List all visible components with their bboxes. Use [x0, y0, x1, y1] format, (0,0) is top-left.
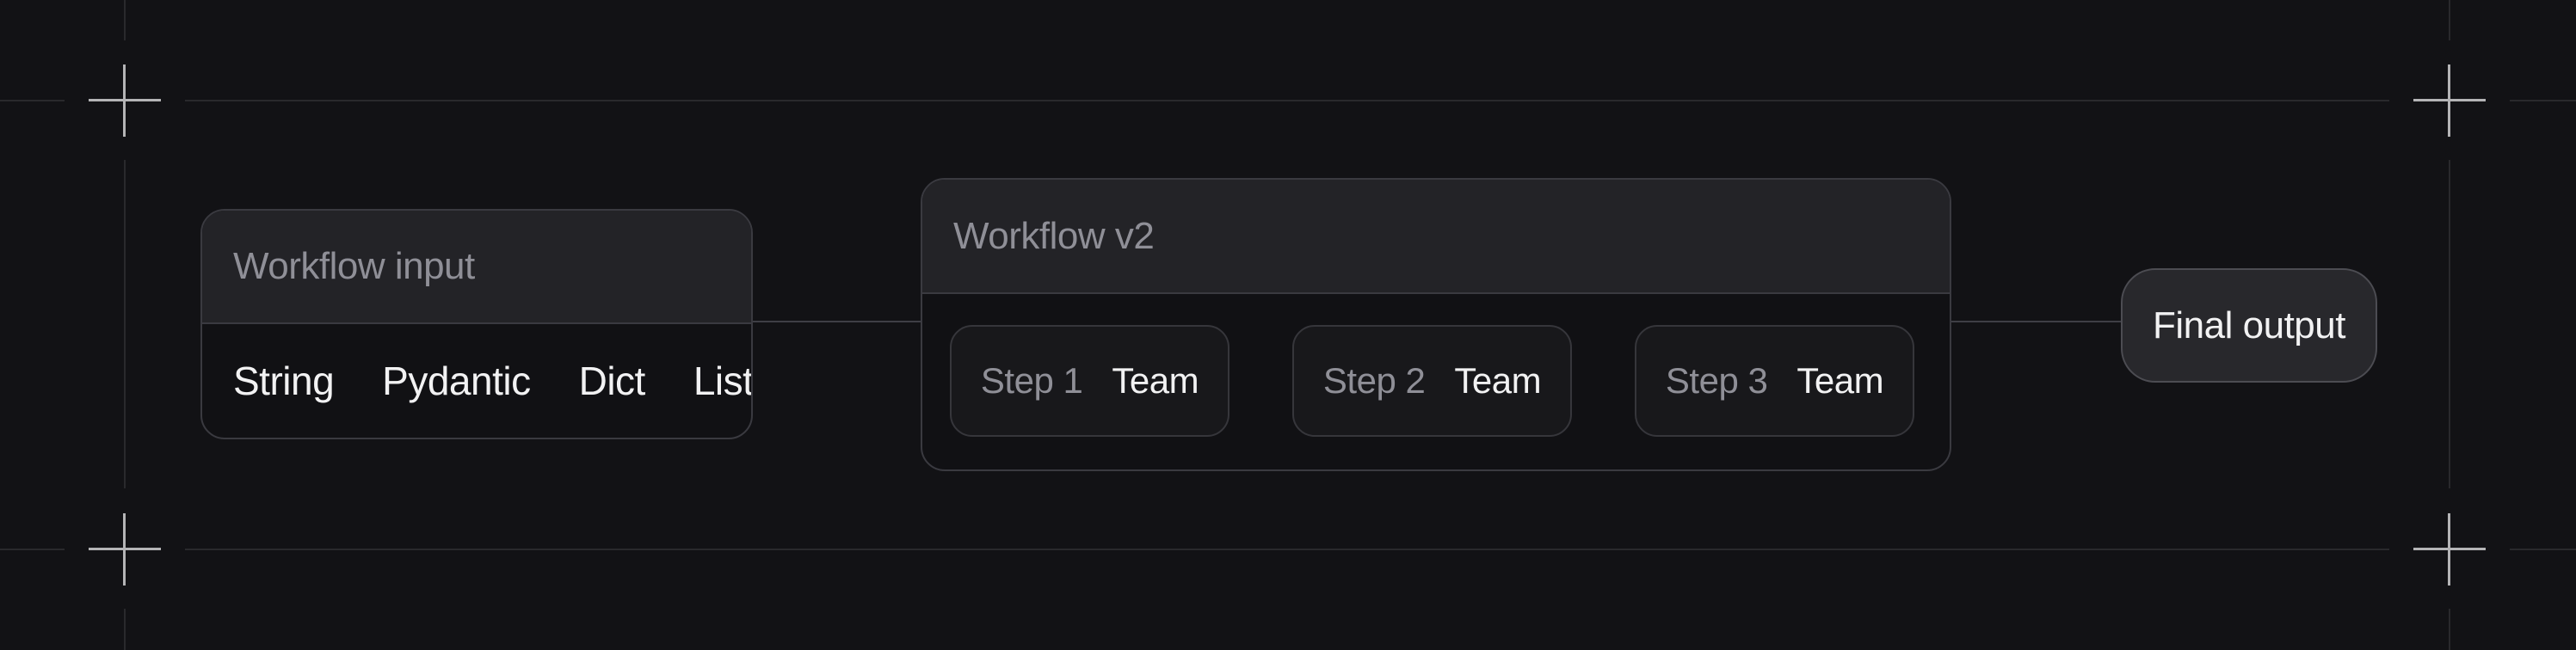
workflow-v2-title: Workflow v2 [953, 214, 1155, 257]
guide-line-top [0, 100, 65, 101]
guide-line-left [124, 609, 126, 650]
workflow-input-title: Workflow input [233, 245, 475, 287]
connector-workflow-to-output [1951, 321, 2121, 322]
guide-line-bottom [0, 549, 65, 550]
step-type: Team [1454, 360, 1542, 401]
final-output-label: Final output [2153, 304, 2345, 346]
step-label: Step 1 [980, 360, 1083, 401]
guide-line-left [124, 0, 126, 40]
final-output-node: Final output [2121, 268, 2377, 383]
workflow-v2-node: Workflow v2 Step 1 Team Step 2 Team Step… [921, 178, 1951, 471]
workflow-v2-header: Workflow v2 [922, 180, 1950, 294]
guide-line-top [185, 100, 2389, 101]
guide-line-right [2449, 160, 2450, 488]
guide-line-bottom [185, 549, 2389, 550]
input-type-dict: Dict [578, 359, 646, 403]
guide-line-right [2449, 609, 2450, 650]
step-card-3: Step 3 Team [1635, 325, 1914, 437]
input-type-list: List [693, 359, 753, 403]
guide-line-bottom [2510, 549, 2576, 550]
step-type: Team [1796, 360, 1884, 401]
step-label: Step 2 [1322, 360, 1426, 401]
guide-line-right [2449, 0, 2450, 40]
crosshair-vertical-arm [2448, 64, 2450, 137]
workflow-input-types: String Pydantic Dict List [202, 324, 751, 438]
workflow-input-header: Workflow input [202, 211, 751, 324]
crosshair-vertical-arm [123, 513, 126, 586]
workflow-steps-row: Step 1 Team Step 2 Team Step 3 Team [922, 294, 1950, 437]
crosshair-vertical-arm [2448, 513, 2450, 586]
guide-line-left [124, 160, 126, 488]
crosshair-vertical-arm [123, 64, 126, 137]
input-type-pydantic: Pydantic [382, 359, 531, 403]
step-type: Team [1112, 360, 1199, 401]
step-card-2: Step 2 Team [1292, 325, 1572, 437]
connector-input-to-workflow [753, 321, 921, 322]
workflow-input-node: Workflow input String Pydantic Dict List [200, 209, 753, 439]
input-type-string: String [233, 359, 335, 403]
guide-line-top [2510, 100, 2576, 101]
step-card-1: Step 1 Team [950, 325, 1229, 437]
step-label: Step 3 [1665, 360, 1768, 401]
